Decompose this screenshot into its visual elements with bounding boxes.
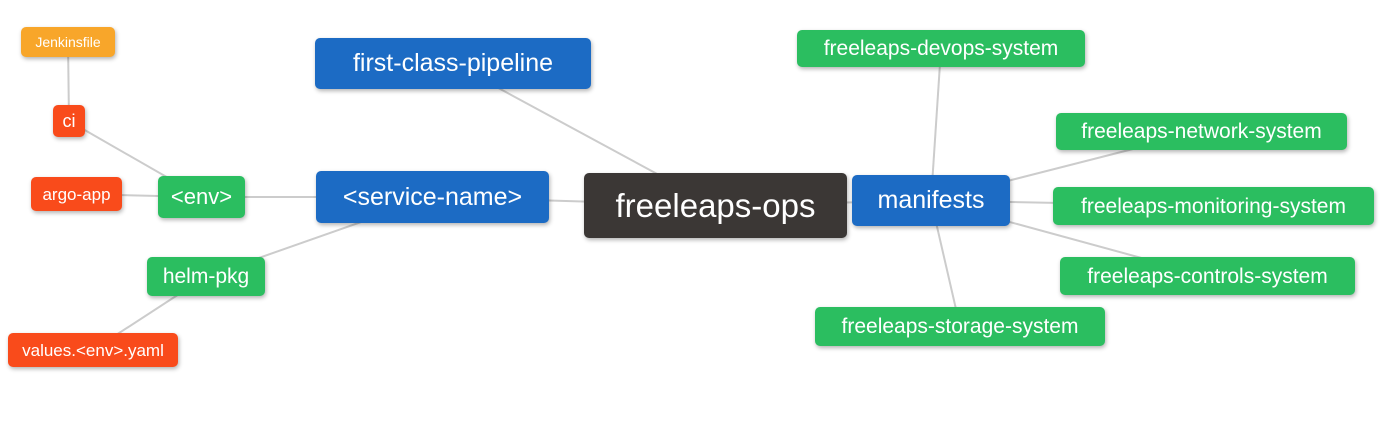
node-label-env: <env>: [170, 184, 233, 209]
node-ci[interactable]: ci: [53, 105, 85, 137]
node-label-argo-app: argo-app: [42, 184, 111, 204]
node-helm-pkg[interactable]: helm-pkg: [147, 257, 265, 296]
node-service-name[interactable]: <service-name>: [316, 171, 549, 223]
node-label-freeleaps-storage-system: freeleaps-storage-system: [841, 315, 1079, 338]
node-label-freeleaps-ops: freeleaps-ops: [615, 187, 816, 224]
node-manifests[interactable]: manifests: [852, 175, 1010, 226]
node-label-ci: ci: [62, 111, 76, 131]
node-label-freeleaps-network-system: freeleaps-network-system: [1081, 120, 1322, 143]
node-freeleaps-storage-system[interactable]: freeleaps-storage-system: [815, 307, 1105, 346]
node-argo-app[interactable]: argo-app: [31, 177, 122, 211]
node-freeleaps-ops[interactable]: freeleaps-ops: [584, 173, 847, 238]
node-env[interactable]: <env>: [158, 176, 245, 218]
node-label-helm-pkg: helm-pkg: [162, 265, 250, 288]
node-label-freeleaps-devops-system: freeleaps-devops-system: [823, 37, 1059, 60]
node-freeleaps-network-system[interactable]: freeleaps-network-system: [1056, 113, 1347, 150]
node-freeleaps-controls-system[interactable]: freeleaps-controls-system: [1060, 257, 1355, 295]
node-label-freeleaps-monitoring-system: freeleaps-monitoring-system: [1081, 194, 1346, 218]
node-freeleaps-monitoring-system[interactable]: freeleaps-monitoring-system: [1053, 187, 1374, 225]
node-label-freeleaps-controls-system: freeleaps-controls-system: [1087, 264, 1328, 288]
node-label-values-env-yaml: values.<env>.yaml: [22, 340, 164, 360]
node-label-first-class-pipeline: first-class-pipeline: [352, 49, 554, 77]
node-jenkinsfile[interactable]: Jenkinsfile: [21, 27, 115, 57]
node-label-manifests: manifests: [877, 186, 985, 214]
node-freeleaps-devops-system[interactable]: freeleaps-devops-system: [797, 30, 1085, 67]
node-first-class-pipeline[interactable]: first-class-pipeline: [315, 38, 591, 89]
node-label-service-name: <service-name>: [342, 182, 523, 211]
node-label-jenkinsfile: Jenkinsfile: [35, 34, 101, 50]
node-values-env-yaml[interactable]: values.<env>.yaml: [8, 333, 178, 367]
